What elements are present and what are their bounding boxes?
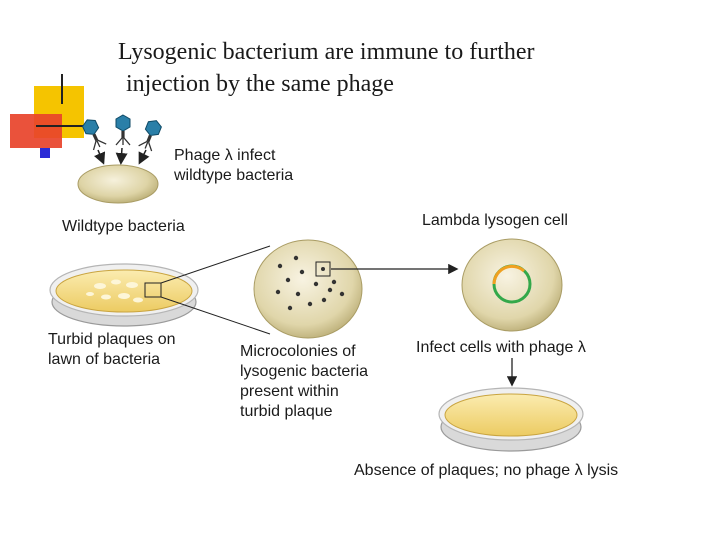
phage-icon [137, 117, 164, 152]
label-lambda-lysogen: Lambda lysogen cell [422, 212, 568, 229]
label-microcolonies-line-1: Microcolonies of [240, 343, 356, 360]
title-line-1: Lysogenic bacterium are immune to furthe… [118, 39, 535, 65]
label-wildtype-bacteria: Wildtype bacteria [62, 218, 185, 235]
label-turbid-plaques: Turbid plaques on lawn of bacteria [48, 330, 176, 370]
petri-dish-icon [49, 263, 199, 327]
petri-dish-icon [438, 387, 584, 452]
title-line-2: injection by the same phage [126, 71, 394, 97]
label-infect-cells: Infect cells with phage λ [416, 339, 586, 356]
label-turbid-plaques-line-1: Turbid plaques on [48, 331, 176, 348]
label-microcolonies-line-2: lysogenic bacteria [240, 363, 369, 380]
label-microcolonies: Microcolonies of lysogenic bacteria pres… [240, 342, 368, 422]
label-phage-infect-line-1: Phage λ infect [174, 147, 276, 164]
phage-group [80, 114, 164, 165]
lysogen-cell-icon [461, 238, 563, 332]
label-microcolonies-line-3: present within [240, 383, 339, 400]
phage-icon [80, 116, 107, 151]
label-phage-infect: Phage λ infect wildtype bacteria [174, 146, 293, 186]
zoom-line [160, 245, 271, 284]
zoom-line [160, 296, 271, 335]
label-absence-of-plaques: Absence of plaques; no phage λ lysis [354, 462, 619, 479]
microcolony-cell-icon [253, 239, 363, 339]
bacterium-cell-icon [77, 164, 159, 204]
phage-icon [115, 114, 131, 146]
label-turbid-plaques-line-2: lawn of bacteria [48, 351, 161, 368]
label-microcolonies-line-4: turbid plaque [240, 403, 333, 420]
label-phage-infect-line-2: wildtype bacteria [174, 167, 294, 184]
slide-title: Lysogenic bacterium are immune to furthe… [118, 36, 678, 100]
decorative-corner [10, 74, 84, 158]
